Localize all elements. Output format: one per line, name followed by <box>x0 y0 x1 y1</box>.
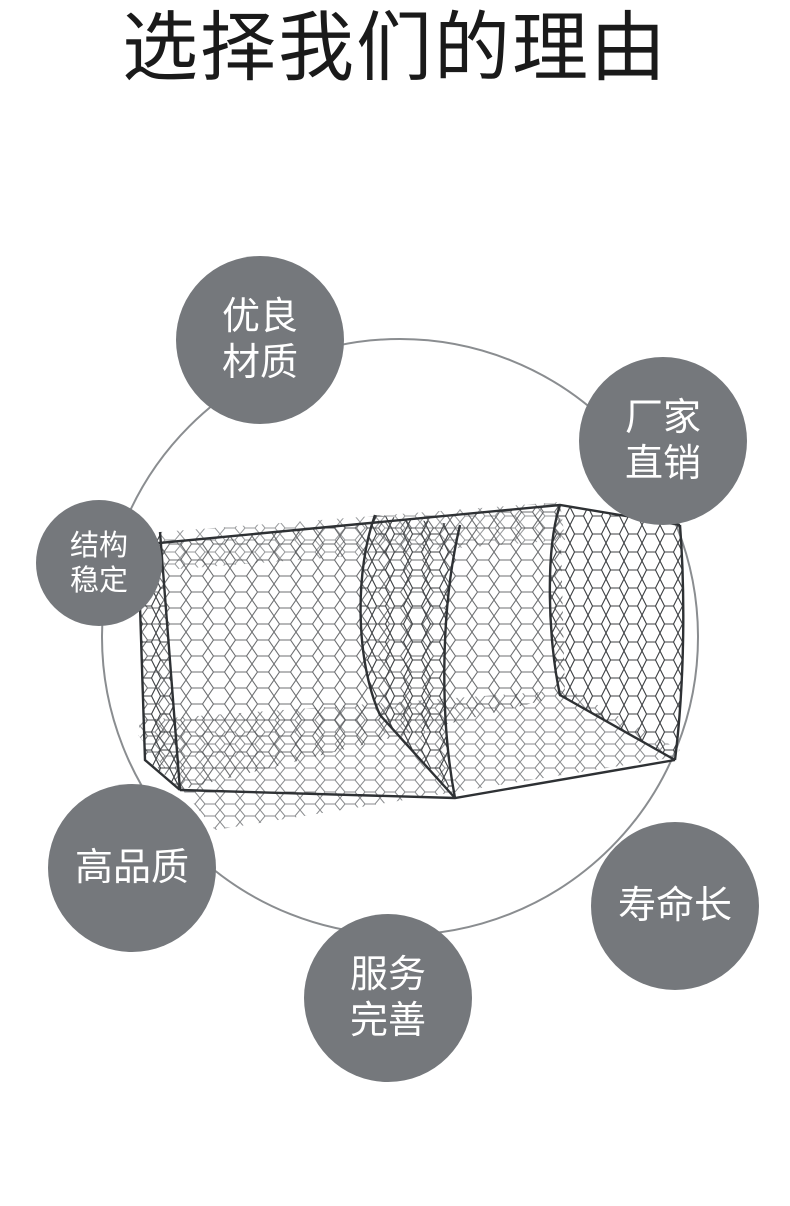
badge-label: 结构 稳定 <box>69 528 128 597</box>
badge-good-service: 服务 完善 <box>304 914 472 1082</box>
badge-high-quality: 高品质 <box>48 784 216 952</box>
badge-long-life: 寿命长 <box>591 822 759 990</box>
badge-label: 寿命长 <box>617 883 732 928</box>
badge-stable-structure: 结构 稳定 <box>36 500 162 626</box>
gabion-mesh-image <box>136 502 685 830</box>
badge-factory-direct: 厂家 直销 <box>579 357 747 525</box>
badge-label: 优良 材质 <box>221 294 298 384</box>
page-title: 选择我们的理由 <box>122 3 668 92</box>
badge-label: 高品质 <box>74 845 189 890</box>
badge-label: 厂家 直销 <box>624 395 701 485</box>
badge-label: 服务 完善 <box>349 952 426 1042</box>
badge-quality-material: 优良 材质 <box>176 256 344 424</box>
